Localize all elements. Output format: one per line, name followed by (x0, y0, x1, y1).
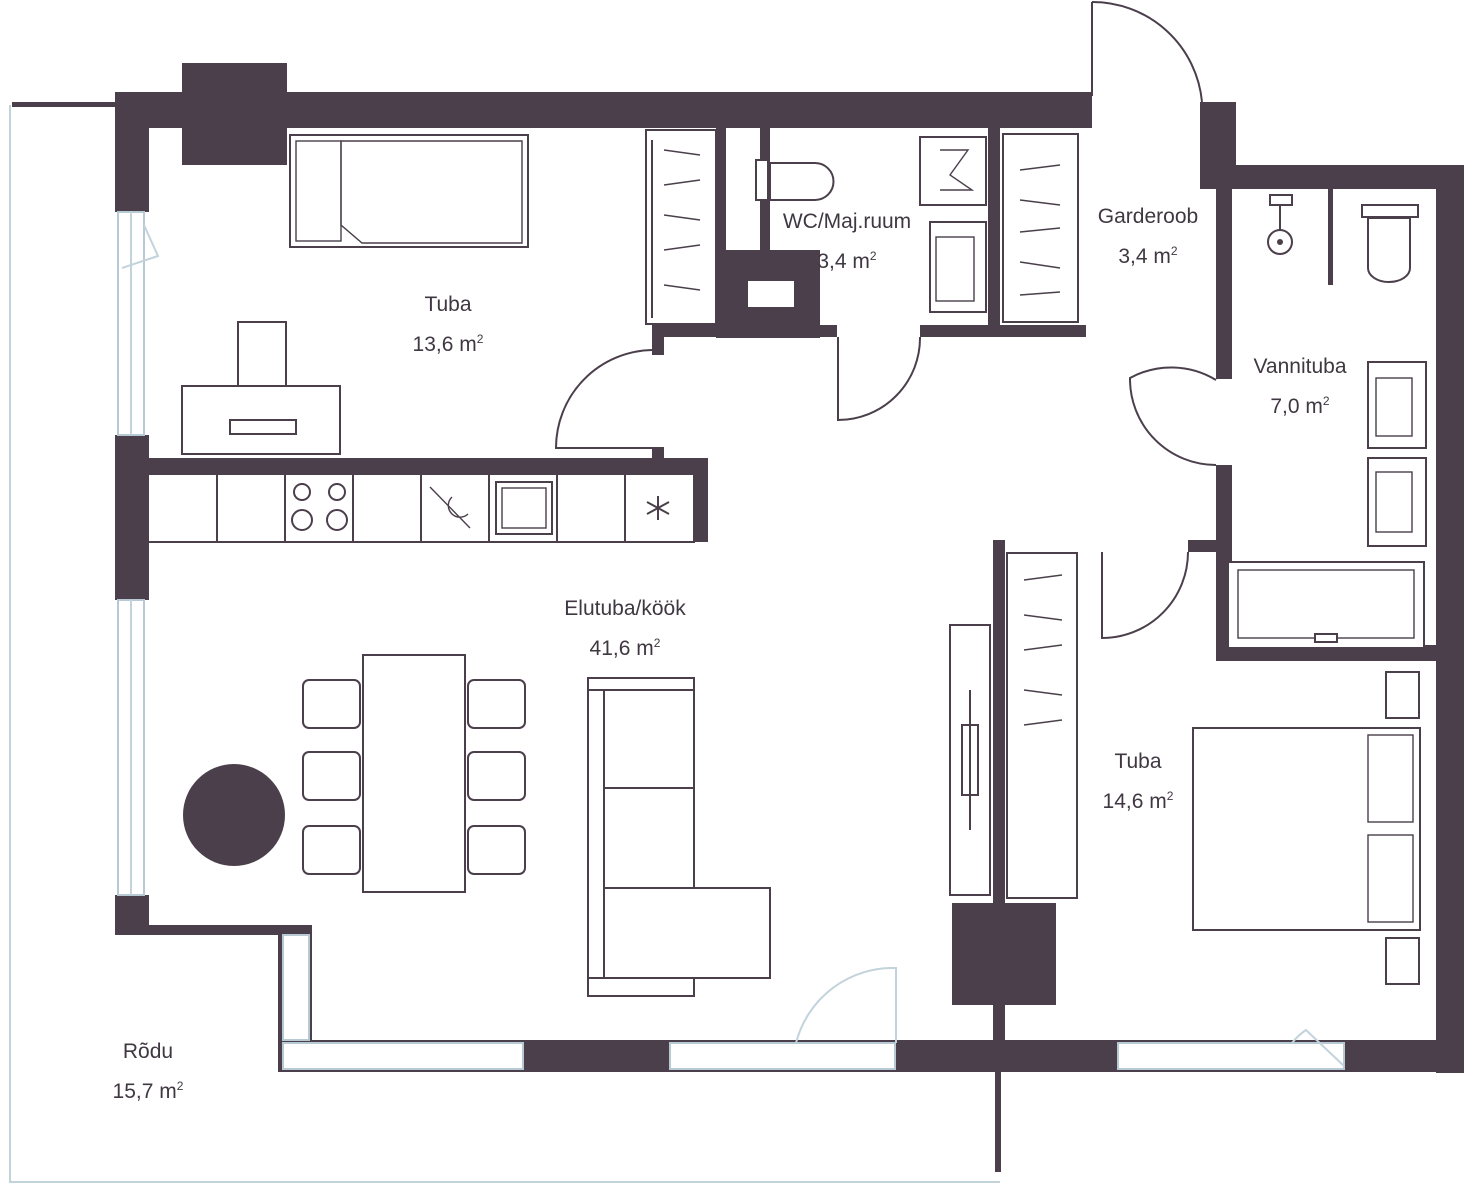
tv-unit (949, 624, 991, 896)
wardrobe-3 (1006, 552, 1078, 899)
wardrobe-2 (1002, 133, 1079, 323)
room-label-tuba-1: Tuba 13,6 m2 (383, 288, 513, 362)
room-name: WC/Maj.ruum (782, 210, 912, 233)
chimney (748, 281, 794, 307)
room-label-elutuba: Elutuba/köök 41,6 m2 (540, 592, 710, 666)
room-area: 15,7 m2 (112, 1079, 184, 1103)
dining-chairs (302, 679, 526, 875)
wc-sink (929, 221, 987, 313)
room-label-tuba-2: Tuba 14,6 m2 (1080, 745, 1196, 819)
room-label-rodu: Rõdu 15,7 m2 (86, 1035, 210, 1109)
round-table (183, 764, 285, 866)
room-name: Tuba (424, 293, 472, 316)
bathtub (1227, 561, 1425, 649)
nightstand-2 (1385, 937, 1420, 985)
bathroom-sinks (1367, 361, 1427, 547)
room-label-garderoob: Garderoob 3,4 m2 (1078, 200, 1218, 274)
washing-machine (919, 136, 987, 206)
windows (117, 211, 1345, 1070)
dining-table (362, 654, 466, 893)
room-name: Elutuba/köök (564, 597, 686, 620)
room-area: 3,4 m2 (817, 249, 877, 273)
toilet-bathroom (1361, 204, 1419, 283)
shower (1267, 194, 1293, 255)
room-area: 14,6 m2 (1102, 789, 1174, 813)
wardrobe-1 (645, 129, 717, 325)
nightstand-1 (1385, 671, 1420, 719)
toilet-wc (755, 159, 835, 201)
room-name: Tuba (1114, 750, 1162, 773)
room-area: 3,4 m2 (1118, 244, 1178, 268)
room-name: Garderoob (1097, 205, 1199, 228)
desk-and-chair (181, 321, 341, 455)
balcony-outline (9, 105, 1000, 1183)
doors (554, 0, 1217, 640)
room-name: Rõdu (122, 1040, 174, 1063)
room-label-wc: WC/Maj.ruum 3,4 m2 (772, 205, 922, 279)
room-area: 13,6 m2 (412, 332, 484, 356)
room-area: 41,6 m2 (589, 636, 661, 660)
sofa (587, 677, 771, 997)
room-name: Vannituba (1253, 355, 1347, 378)
kitchen-counter (147, 473, 695, 543)
room-label-vannituba: Vannituba 7,0 m2 (1232, 350, 1368, 424)
room-area: 7,0 m2 (1270, 394, 1330, 418)
bed-single (289, 134, 529, 248)
bed-double (1192, 727, 1421, 931)
